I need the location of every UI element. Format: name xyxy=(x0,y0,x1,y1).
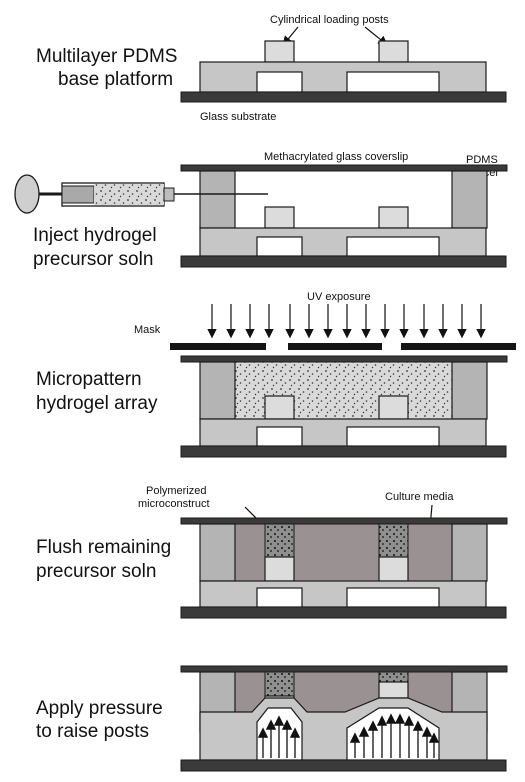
methacrylated-coverslip xyxy=(180,517,508,525)
base-chamber xyxy=(256,71,303,93)
pressure-arrows xyxy=(257,713,440,758)
pdms-base xyxy=(199,418,487,447)
loading-post xyxy=(264,40,295,63)
step-1: Multilayer PDMS base platform Cylindrica… xyxy=(36,14,507,123)
loading-post xyxy=(378,395,409,420)
polymerized-microconstruct xyxy=(378,523,409,558)
pdms-spacer xyxy=(199,170,236,229)
pdms-spacer xyxy=(451,361,488,420)
culture-media-label: Culture media xyxy=(385,491,454,503)
glass-substrate xyxy=(180,606,507,619)
step-4: Polymerized microconstruct Culture media… xyxy=(36,485,508,619)
base-chamber xyxy=(256,587,303,608)
loading-post xyxy=(264,556,295,582)
base-chamber xyxy=(256,236,303,257)
uv-exposure-label: UV exposure xyxy=(307,291,371,303)
loading-post xyxy=(264,206,295,229)
polymerized-microconstruct xyxy=(378,671,409,683)
glass-substrate xyxy=(180,445,507,458)
glass-substrate-label: Glass substrate xyxy=(200,111,276,123)
step-5-label-line-2: to raise posts xyxy=(36,721,149,742)
loading-post xyxy=(378,40,409,63)
step-2: Methacrylated glass coverslip PDMS space… xyxy=(14,151,508,270)
polymerized-microconstruct xyxy=(264,523,295,558)
base-chamber xyxy=(346,426,440,447)
mask-label: Mask xyxy=(134,324,161,336)
pdms-base xyxy=(199,227,487,257)
step-3-label-line-1: Micropattern xyxy=(36,369,142,390)
syringe-icon xyxy=(14,174,268,214)
polymerized-label-line-2: microconstruct xyxy=(138,498,210,510)
coverslip-label: Methacrylated glass coverslip xyxy=(264,151,408,163)
polymerized-microconstruct xyxy=(264,671,295,697)
step-2-label-line-1: Inject hydrogel xyxy=(33,225,157,246)
loading-post xyxy=(378,556,409,582)
glass-substrate xyxy=(180,759,507,772)
pdms-spacer xyxy=(199,523,236,582)
uv-arrows xyxy=(207,304,486,339)
pdms-spacer xyxy=(451,170,488,229)
step-5-label-line-1: Apply pressure xyxy=(36,698,163,719)
methacrylated-coverslip xyxy=(180,665,508,673)
base-chamber xyxy=(346,587,440,608)
step-1-label-line-2: base platform xyxy=(58,69,173,90)
step-4-label-line-1: Flush remaining xyxy=(36,537,171,558)
polymerized-label-line-1: Polymerized xyxy=(146,485,207,497)
glass-substrate xyxy=(180,91,507,103)
step-4-label-line-2: precursor soln xyxy=(36,561,156,582)
step-2-label-line-2: precursor soln xyxy=(33,249,153,270)
pdms-spacer-label-line-1: PDMS xyxy=(466,154,498,166)
loading-post xyxy=(378,681,409,699)
pdms-spacer xyxy=(451,523,488,582)
mask-segment xyxy=(288,343,382,350)
glass-substrate xyxy=(180,255,507,268)
mask-segment xyxy=(170,343,266,350)
loading-post xyxy=(264,395,295,420)
base-chamber xyxy=(346,236,440,257)
pdms-spacer xyxy=(199,361,236,420)
base-chamber xyxy=(346,71,440,93)
methacrylated-coverslip xyxy=(180,355,508,363)
mask-segment xyxy=(401,343,516,350)
step-1-label-line-1: Multilayer PDMS xyxy=(36,46,177,67)
pdms-base xyxy=(199,580,487,608)
step-3: UV exposure Mask xyxy=(36,291,516,458)
cylindrical-loading-posts-label: Cylindrical loading posts xyxy=(270,14,389,26)
methacrylated-coverslip xyxy=(180,164,508,172)
step-3-label-line-2: hydrogel array xyxy=(36,393,158,414)
base-chamber xyxy=(256,426,303,447)
step-5: Apply pressure to raise posts xyxy=(36,665,508,772)
loading-post xyxy=(378,206,409,229)
pdms-base xyxy=(199,61,487,93)
